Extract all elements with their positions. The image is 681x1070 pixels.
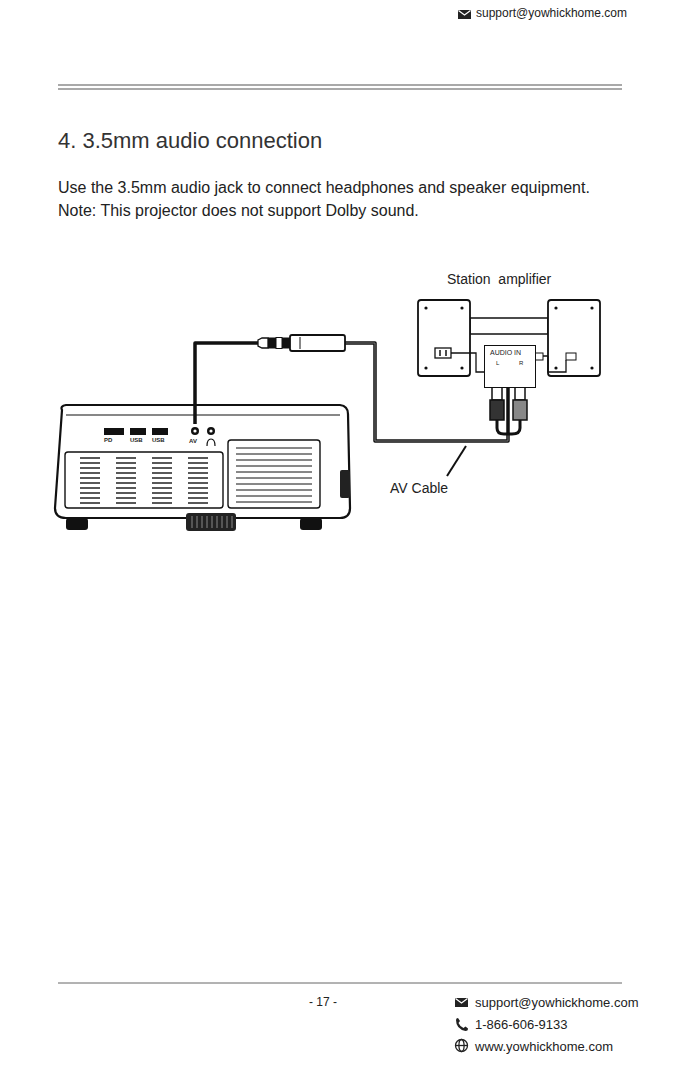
footer-phone: 1-866-606-9133 — [475, 1018, 568, 1033]
node-text: L — [496, 360, 499, 367]
audio-in-panel-label: AUDIO IN — [490, 349, 521, 357]
section-title: 4. 3.5mm audio connection — [58, 128, 322, 153]
jack-plug — [258, 335, 345, 351]
footer-email: support@yowhickhome.com — [475, 996, 638, 1011]
port-panel-label: PD — [104, 437, 112, 444]
cable-label: AV Cable — [390, 480, 448, 496]
phone-icon — [456, 1018, 468, 1031]
mail-icon — [458, 10, 471, 19]
footer-rule — [58, 983, 622, 984]
projector-body — [55, 405, 350, 531]
footer-website: www.yowhickhome.com — [475, 1040, 613, 1055]
header-rule — [58, 88, 622, 89]
amplifier-group: Station amplifierAUDIO IN L R — [415, 268, 602, 396]
port-panel: PD USB USB AV — [98, 424, 222, 450]
page-number: - 17 - — [309, 996, 337, 1010]
av-cable — [195, 343, 508, 441]
amplifier-group-label: Station amplifier — [447, 272, 551, 287]
header-rule — [58, 84, 622, 85]
mail-icon — [455, 998, 468, 1007]
leader-line — [447, 446, 466, 476]
web-icon — [456, 1040, 468, 1052]
rca-plugs — [490, 386, 527, 434]
node-text: USB — [152, 437, 165, 444]
body-text: Use the 3.5mm audio jack to connect head… — [58, 179, 590, 197]
node-text: USB — [130, 437, 143, 444]
port-icons — [104, 427, 215, 446]
audio-in-panel: AUDIO IN L R — [484, 345, 536, 388]
header-email: support@yowhickhome.com — [476, 7, 627, 21]
node-text: R — [519, 360, 523, 367]
node-text: AV — [189, 438, 197, 445]
note-text: Note: This projector does not support Do… — [58, 202, 419, 220]
